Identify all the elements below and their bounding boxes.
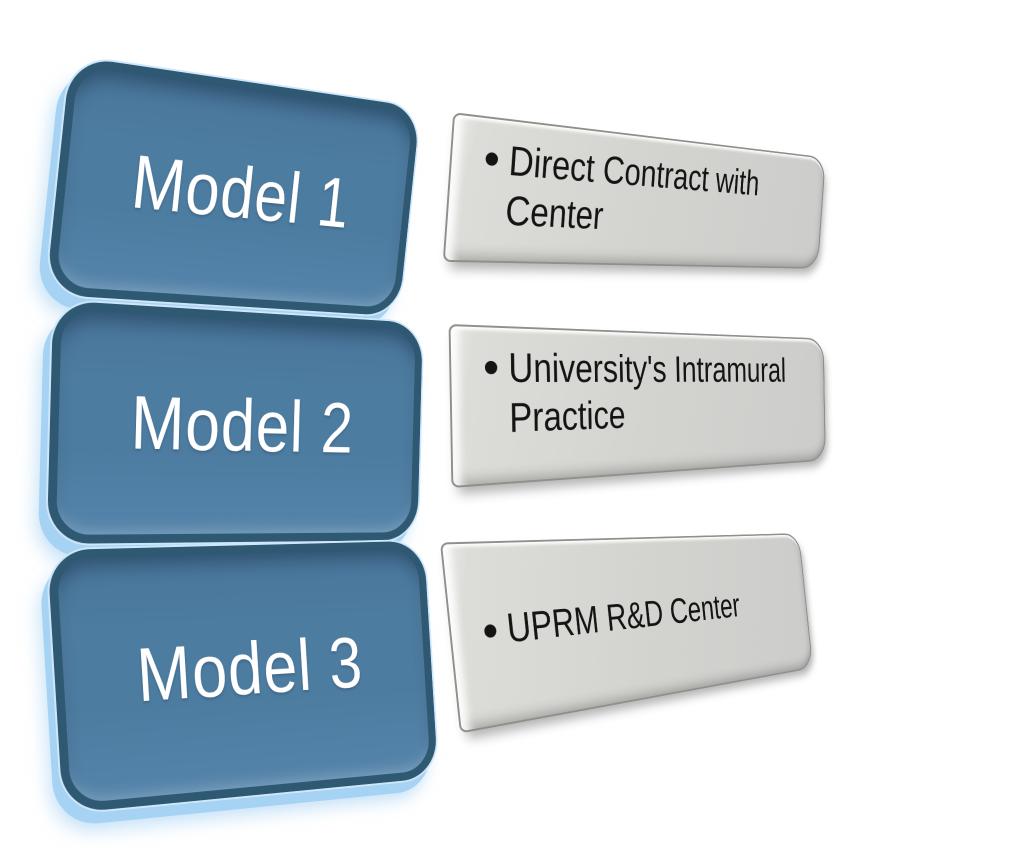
description-text-1: Direct Contract with Center <box>503 137 760 246</box>
model-label-2: Model 2 <box>129 379 355 469</box>
description-text-2: University's Intramural Practice <box>508 344 787 444</box>
description-tab-1: • Direct Contract with Center <box>442 112 826 269</box>
bullet-icon: • <box>481 130 502 187</box>
description-line: Direct Contract with <box>506 137 761 204</box>
bullet-icon: • <box>482 339 500 395</box>
description-tab-2: • University's Intramural Practice <box>448 324 826 488</box>
model-shape-1: Model 1 <box>45 55 421 317</box>
description-line: UPRM R&D Center <box>504 586 742 652</box>
description-line: University's Intramural <box>507 344 786 392</box>
model-label-1: Model 1 <box>128 138 354 244</box>
model-label-3: Model 3 <box>133 621 365 718</box>
description-tab-3: • UPRM R&D Center <box>439 533 814 734</box>
model-shape-2: Model 2 <box>46 300 423 544</box>
model-shape-3: Model 3 <box>46 540 439 814</box>
description-line: Center <box>503 187 605 238</box>
description-line: Practice <box>508 393 626 442</box>
description-text-3: UPRM R&D Center <box>504 586 741 654</box>
bullet-icon: • <box>479 603 501 659</box>
